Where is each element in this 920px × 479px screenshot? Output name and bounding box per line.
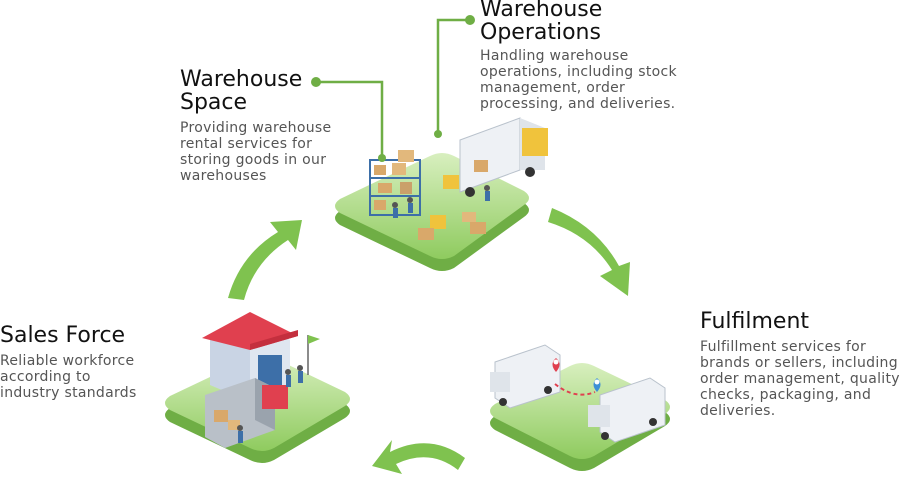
- desc-line: warehouses: [180, 168, 267, 184]
- desc-line: processing, and deliveries.: [480, 96, 676, 112]
- title-line: Warehouse: [480, 0, 603, 22]
- desc-line: order management, quality: [700, 371, 900, 387]
- fulfilment-description: Fulfillment services for brands or selle…: [700, 339, 920, 419]
- map-pin-icon: [552, 358, 601, 392]
- warehouse-operations-description: Handling warehouse operations, including…: [480, 48, 710, 112]
- title-line: Space: [180, 90, 248, 115]
- desc-line: deliveries.: [700, 403, 776, 419]
- warehouse-operations-title: Warehouse Operations: [480, 0, 710, 44]
- desc-line: Providing warehouse: [180, 120, 332, 136]
- title-line: Warehouse: [180, 67, 303, 92]
- desc-line: Reliable workforce: [0, 353, 135, 369]
- connector-dot-icon: [378, 154, 386, 162]
- desc-line: operations, including stock: [480, 64, 677, 80]
- desc-line: management, order: [480, 80, 626, 96]
- desc-line: industry standards: [0, 385, 137, 401]
- connector-warehouse-operations: [434, 15, 475, 138]
- warehouse-space-block: Warehouse Space Providing warehouse rent…: [180, 68, 380, 184]
- sales-force-title: Sales Force: [0, 323, 126, 348]
- sales-force-block: Sales Force Reliable workforce according…: [0, 324, 170, 401]
- connector-dot-icon: [311, 77, 321, 87]
- fulfilment-block: Fulfilment Fulfillment services for bran…: [700, 310, 920, 419]
- sales-container-truck: [205, 365, 303, 448]
- fulfilment-title: Fulfilment: [700, 309, 810, 334]
- warehouse-truck: [459, 117, 548, 197]
- connector-dot-icon: [434, 130, 442, 138]
- fulfilment-vans: [490, 344, 666, 443]
- desc-line: Fulfillment services for: [700, 339, 867, 355]
- curved-arrow-icon: [548, 208, 630, 296]
- forklifts-and-boxes: [392, 175, 490, 240]
- connector-dot-icon: [465, 15, 475, 25]
- desc-line: according to: [0, 369, 91, 385]
- desc-line: brands or sellers, including: [700, 355, 898, 371]
- desc-line: storing goods in our: [180, 152, 327, 168]
- warehouse-operations-block: Warehouse Operations Handling warehouse …: [480, 0, 710, 112]
- curved-arrow-icon: [228, 220, 302, 300]
- desc-line: checks, packaging, and: [700, 387, 872, 403]
- desc-line: Handling warehouse: [480, 48, 629, 64]
- sales-force-description: Reliable workforce according to industry…: [0, 353, 170, 401]
- title-line: Operations: [480, 20, 601, 45]
- warehouse-space-title: Warehouse Space: [180, 68, 380, 114]
- warehouse-space-description: Providing warehouse rental services for …: [180, 120, 380, 184]
- curved-arrow-icon: [372, 440, 465, 474]
- desc-line: rental services for: [180, 136, 313, 152]
- connector-warehouse-space: [311, 77, 386, 162]
- sales-warehouse-building: [202, 312, 320, 402]
